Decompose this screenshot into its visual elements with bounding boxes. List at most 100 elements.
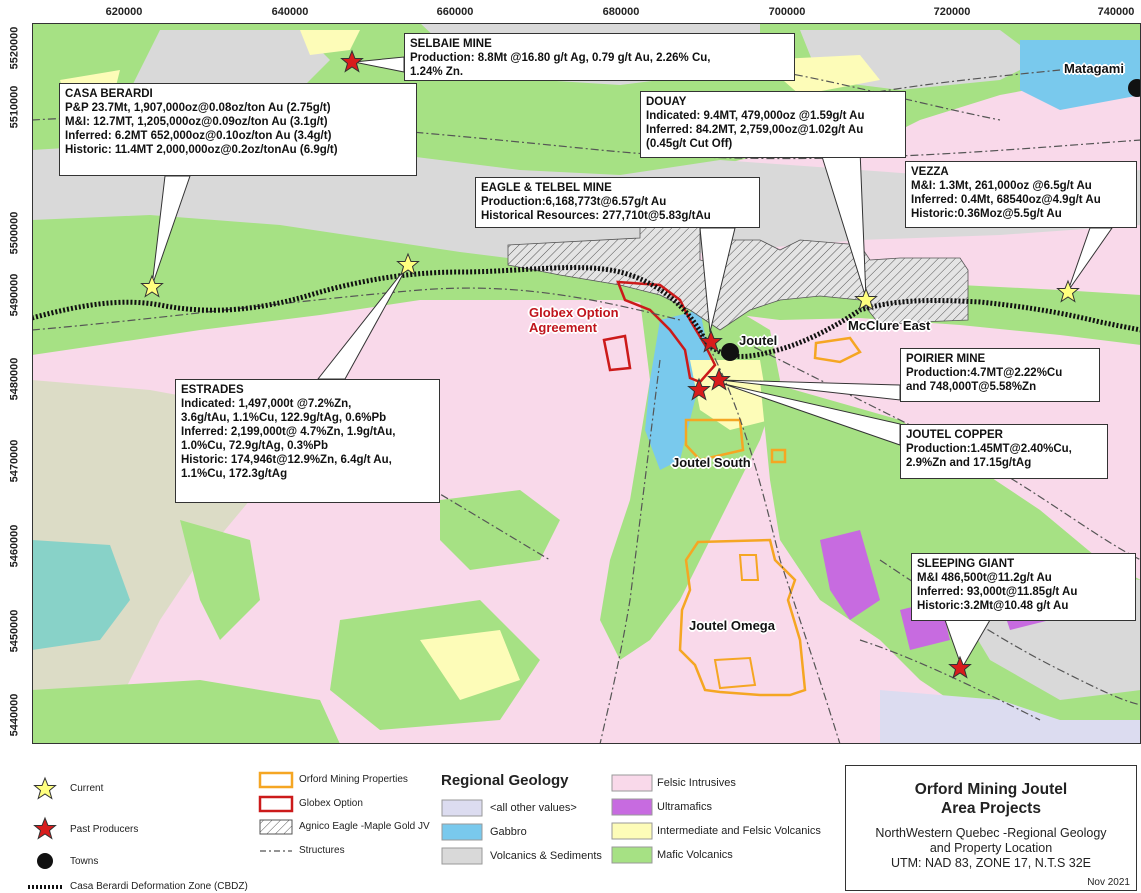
mafic-volcanics-legend-label: Mafic Volcanics <box>657 849 733 861</box>
joutel-omega-label: Joutel Omega <box>689 618 775 633</box>
douay-line: Indicated: 9.4MT, 479,000oz @1.59g/t Au <box>646 110 865 122</box>
other-values-swatch <box>441 799 483 817</box>
subtitle-line: and Property Location <box>929 841 1053 855</box>
vezza-callout: VEZZA M&I: 1.3Mt, 261,000oz @6.5g/t Au I… <box>905 161 1137 228</box>
intermediate-felsic-area <box>300 30 360 55</box>
casa-line: P&P 23.7Mt, 1,907,000oz@0.08oz/ton Au (2… <box>65 102 331 114</box>
northing-label: 5460000 <box>8 524 21 568</box>
douay-callout: DOUAY Indicated: 9.4MT, 479,000oz @1.59g… <box>640 91 906 158</box>
subtitle-line: NorthWestern Quebec -Regional Geology <box>875 826 1107 840</box>
intermediate-felsic-swatch <box>611 822 653 840</box>
vezza-line: Historic:0.36Moz@5.5g/t Au <box>911 208 1062 220</box>
title-block: Orford Mining Joutel Area Projects North… <box>845 765 1137 891</box>
mafic-volcanics-area <box>180 520 260 640</box>
globex-swatch <box>258 795 294 813</box>
towns-legend-label: Towns <box>70 856 99 867</box>
casa-berardi-deformation-zone <box>32 265 1141 359</box>
eagle-title: EAGLE & TELBEL MINE <box>481 182 612 194</box>
matagami-label: Matagami <box>1064 61 1124 76</box>
other-values-legend-label: <all other values> <box>490 802 577 814</box>
vezza-line: M&I: 1.3Mt, 261,000oz @6.5g/t Au <box>911 180 1092 192</box>
estrades-callout: ESTRADES Indicated: 1,497,000t @7.2%Zn, … <box>175 379 440 503</box>
gabbro-area <box>1020 40 1141 110</box>
date-label: Nov 2021 <box>1087 877 1130 888</box>
orford-property-outline <box>770 448 787 464</box>
joutel-copper-title: JOUTEL COPPER <box>906 429 1003 441</box>
estrades-title: ESTRADES <box>181 384 244 396</box>
easting-label: 620000 <box>105 6 143 18</box>
douay-title: DOUAY <box>646 96 687 108</box>
matagami-town-dot <box>1128 79 1141 97</box>
volcanics-sediments-legend-label: Volcanics & Sediments <box>490 850 602 862</box>
ultramafics-area <box>820 530 880 620</box>
orford-legend-label: Orford Mining Properties <box>299 774 408 785</box>
gabbro-area <box>32 540 130 650</box>
ultramafics-legend-label: Ultramafics <box>657 801 713 813</box>
past-producer-stars <box>340 49 972 679</box>
easting-label: 720000 <box>933 6 971 18</box>
past-producer-star-icon <box>33 816 57 840</box>
northing-label: 5500000 <box>8 211 21 255</box>
agnico-swatch <box>259 819 293 835</box>
orford-property-outline <box>738 554 760 581</box>
estrades-line: 1.0%Cu, 72.9g/tAg, 0.3%Pb <box>181 440 328 452</box>
casa-pointer <box>151 175 191 287</box>
eagle-line: Historical Resources: 277,710t@5.83g/tAu <box>481 210 711 222</box>
globex-label-line: Agreement <box>529 320 597 335</box>
sleeping-giant-star <box>948 655 972 679</box>
joutel-copper-line: 2.9%Zn and 17.15g/tAg <box>906 457 1032 469</box>
current-stars <box>140 252 1080 311</box>
selbaie-star <box>340 49 364 73</box>
mcclure-east-label: McClure East <box>848 318 931 333</box>
casa-line: Inferred: 6.2MT 652,000oz@0.10oz/ton Au … <box>65 130 332 142</box>
selbaie-callout: SELBAIE MINE Production: 8.8Mt @16.80 g/… <box>404 33 795 81</box>
joutel-copper-line: Production:1.45MT@2.40%Cu, <box>906 443 1072 455</box>
title-line: Orford Mining Joutel <box>914 781 1068 798</box>
vezza-star <box>1056 279 1080 303</box>
ultramafics-swatch <box>611 798 653 816</box>
northing-label: 5440000 <box>8 693 21 737</box>
estrades-line: Historic: 174,946t@12.9%Zn, 6.4g/t Au, <box>181 454 392 466</box>
past-producers-legend-label: Past Producers <box>70 824 139 835</box>
gabbro-area <box>645 310 710 470</box>
poirier-star <box>707 367 731 391</box>
vezza-pointer <box>1067 227 1113 292</box>
poirier-line: and 748,000T@5.58%Zn <box>906 381 1037 393</box>
sleeping-line: Historic:3.2Mt@10.48 g/t Au <box>917 600 1069 612</box>
sleeping-title: SLEEPING GIANT <box>917 558 1015 570</box>
poirier-line: Production:4.7MT@2.22%Cu <box>906 367 1063 379</box>
felsic-intrusives-swatch <box>611 774 653 792</box>
structures-legend-label: Structures <box>299 845 345 856</box>
globex-option-label: Globex Option Agreement <box>529 305 619 335</box>
easting-label: 740000 <box>1097 6 1135 18</box>
subtitle-line: UTM: NAD 83, ZONE 17, N.T.S 32E <box>890 856 1092 870</box>
northing-label: 5470000 <box>8 439 21 483</box>
current-star-icon <box>33 776 57 800</box>
orford-property-outline <box>813 336 862 364</box>
poirier-callout: POIRIER MINE Production:4.7MT@2.22%Cu an… <box>900 348 1100 402</box>
estrades-line: 1.1%Cu, 172.3g/tAg <box>181 468 288 480</box>
douay-star <box>854 287 878 311</box>
casa-berardi-callout: CASA BERARDI P&P 23.7Mt, 1,907,000oz@0.0… <box>59 83 417 176</box>
mafic-volcanics-swatch <box>611 846 653 864</box>
intermediate-felsic-area <box>420 630 520 700</box>
eagle-line: Production:6,168,773t@6.57g/t Au <box>481 196 667 208</box>
eagle-pointer <box>699 227 736 333</box>
felsic-intrusives-legend-label: Felsic Intrusives <box>657 777 736 789</box>
eagle-telbel-star <box>699 329 723 353</box>
selbaie-line: 1.24% Zn. <box>410 66 464 78</box>
douay-line: (0.45g/t Cut Off) <box>646 138 733 150</box>
other-values-area <box>880 690 1141 744</box>
geology-map[interactable]: SELBAIE MINE Production: 8.8Mt @16.80 g/… <box>32 23 1141 744</box>
northing-label: 5490000 <box>8 273 21 317</box>
gabbro-swatch <box>441 823 483 841</box>
joutel-copper-star <box>687 377 711 401</box>
intermediate-felsic-legend-label: Intermediate and Felsic Volcanics <box>657 825 821 837</box>
cbdz-legend-label: Casa Berardi Deformation Zone (CBDZ) <box>70 881 248 892</box>
regional-geology-heading: Regional Geology <box>441 772 569 789</box>
orford-swatch <box>258 771 294 789</box>
estrades-star <box>396 252 420 276</box>
northing-label: 5510000 <box>8 85 21 129</box>
casa-line: Historic: 11.4MT 2,000,000oz@0.2oz/tonAu… <box>65 144 338 156</box>
